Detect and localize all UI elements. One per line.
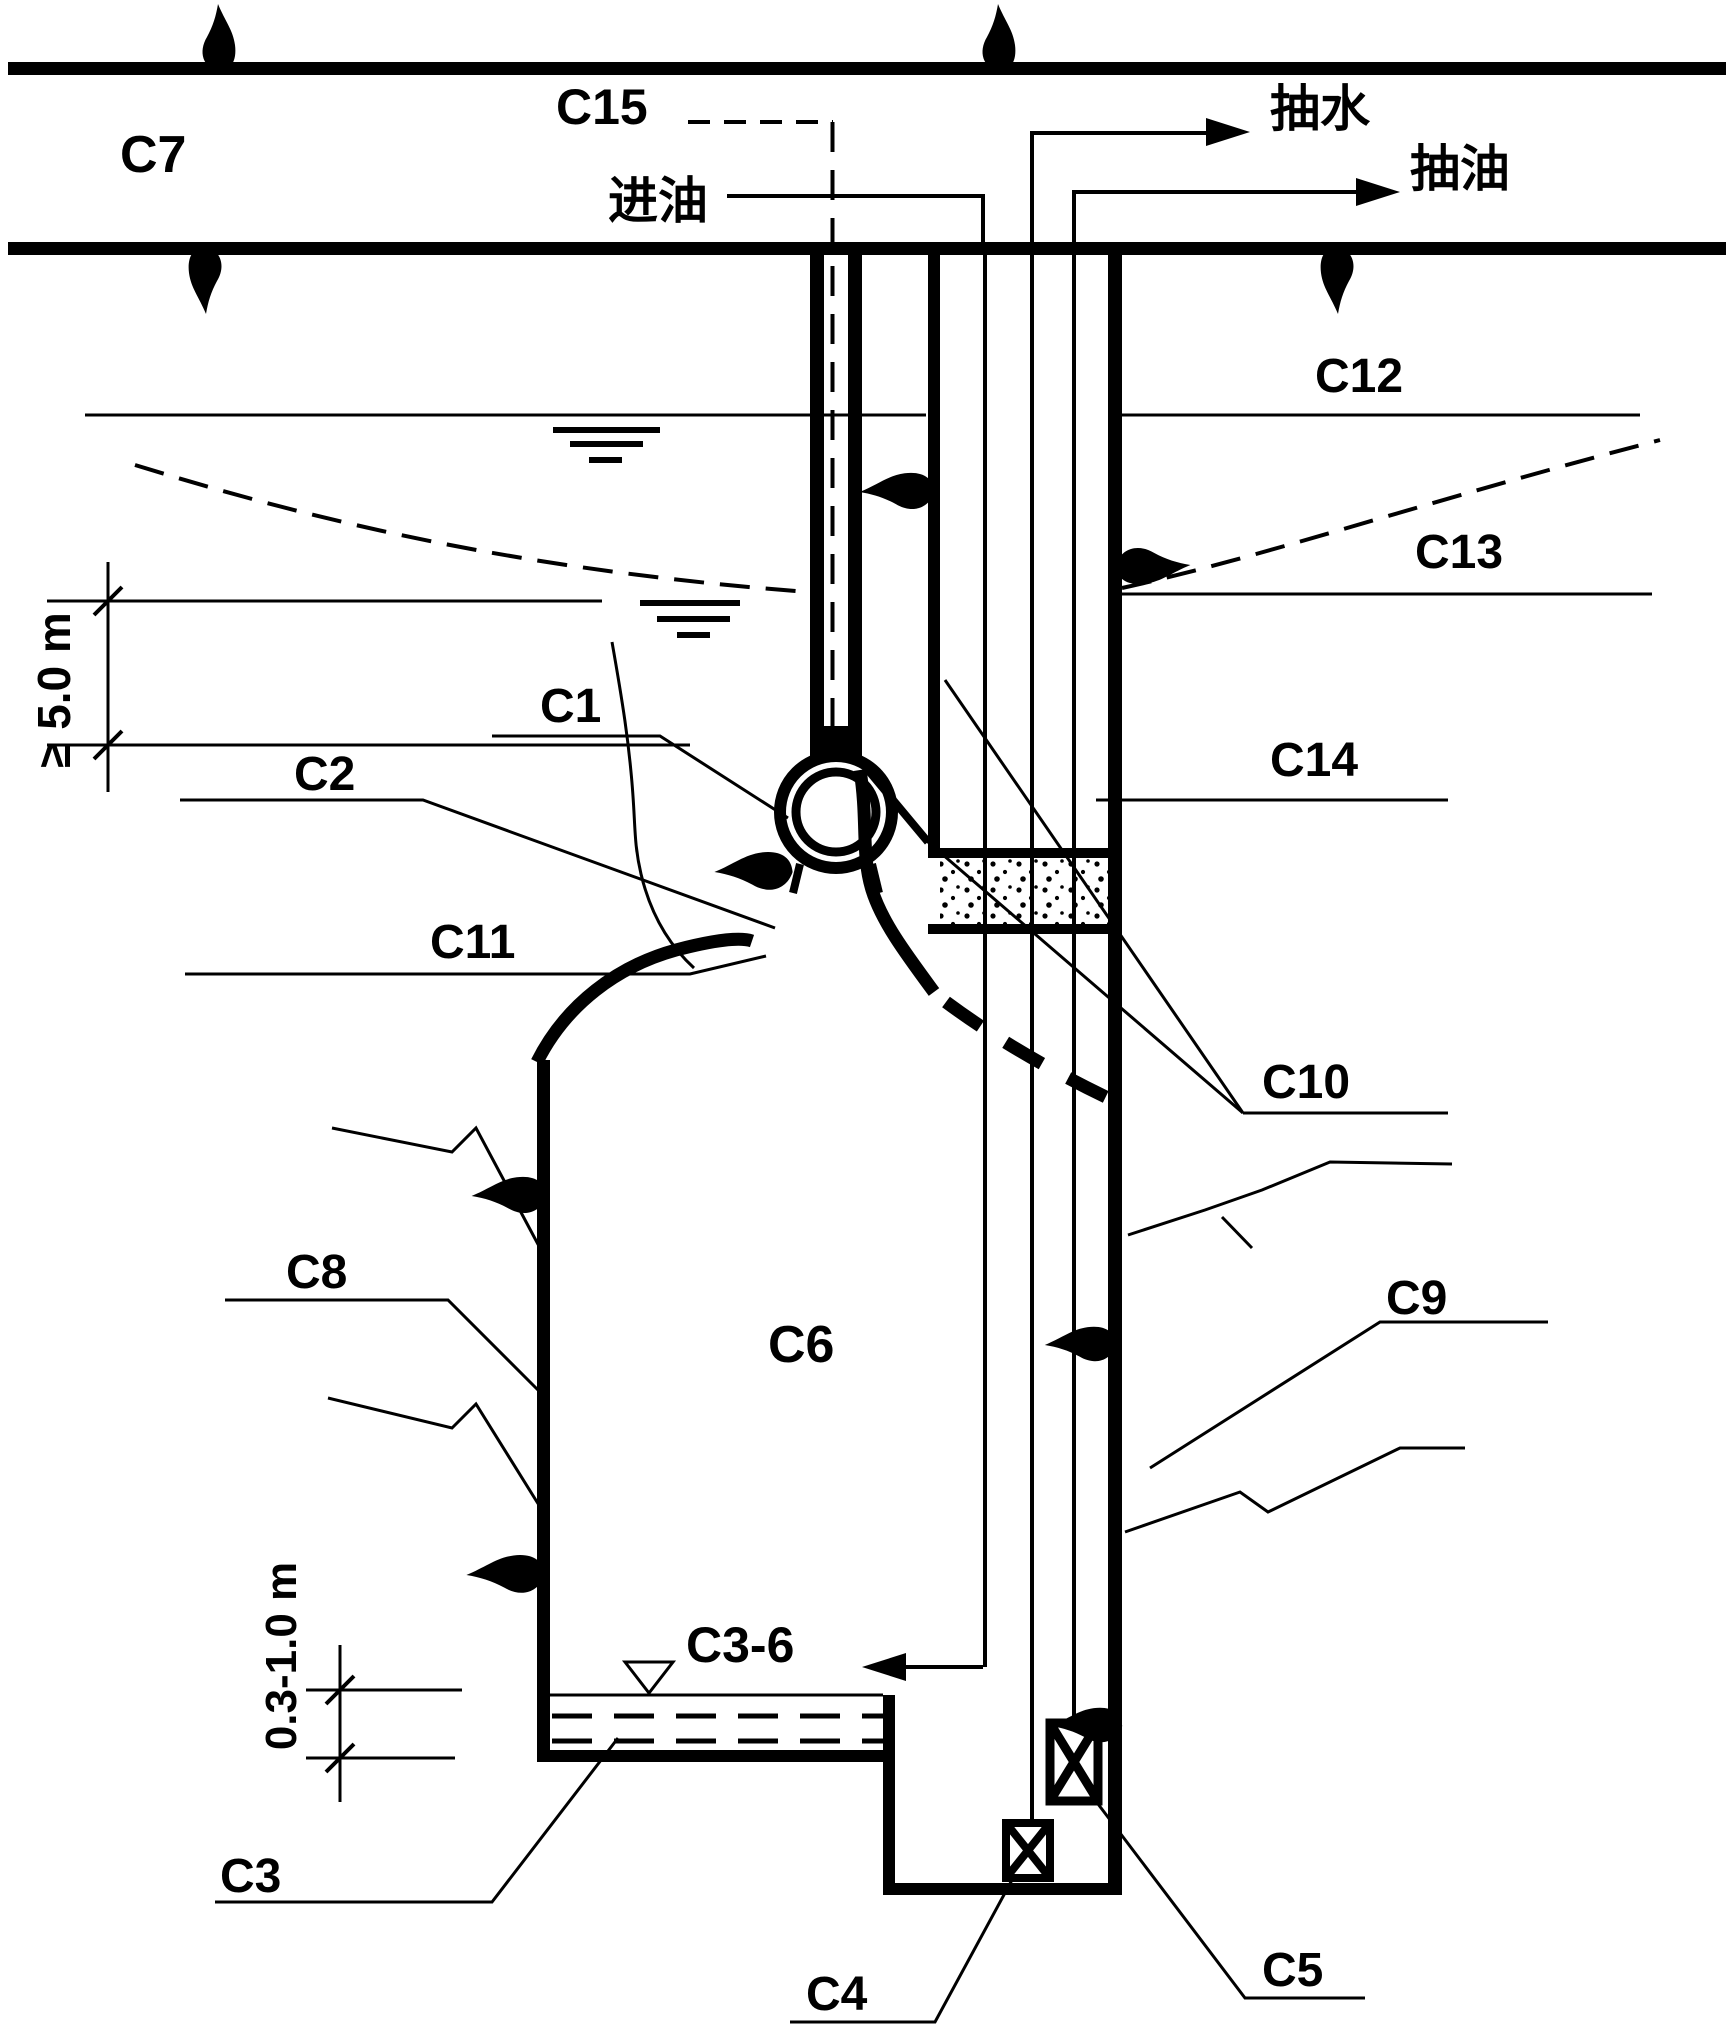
label-c6: C6 bbox=[768, 1316, 834, 1374]
flask-bulb-inner bbox=[791, 767, 881, 857]
leader-c3 bbox=[215, 1737, 620, 1904]
pump-oil-line bbox=[1072, 190, 1378, 249]
inlet-pipe-wall-right bbox=[848, 249, 862, 757]
label-dim-03-10m: 0.3-1.0 m bbox=[257, 1562, 306, 1750]
dimension-5m bbox=[47, 562, 690, 792]
label-c2: C2 bbox=[294, 748, 355, 801]
plug-bottom-line bbox=[928, 924, 1122, 934]
drawdown-curve-right bbox=[1121, 438, 1661, 590]
pump-water-line bbox=[1030, 131, 1228, 249]
label-c36: C3-6 bbox=[686, 1617, 794, 1673]
label-c13: C13 bbox=[1415, 526, 1503, 579]
water-pump-riser-pipe bbox=[1030, 255, 1034, 1823]
groundwater-symbol bbox=[553, 427, 660, 463]
cavern-wall-left bbox=[537, 1060, 550, 1762]
well-and-cavern-wall-right bbox=[1108, 249, 1122, 1890]
cavern-dome-right-solid bbox=[853, 768, 940, 996]
label-dim-5m: ≥ 5.0 m bbox=[28, 612, 80, 768]
zigzag-right-lower bbox=[1124, 1446, 1465, 1534]
ground-surface-line bbox=[8, 62, 1726, 75]
arrow-right-icon bbox=[1356, 178, 1400, 206]
leader-c10-a bbox=[856, 757, 1244, 1115]
zigzag-left-upper bbox=[331, 1125, 542, 1249]
label-c12: C12 bbox=[1315, 350, 1403, 403]
break-mark-icon bbox=[1044, 1326, 1117, 1362]
plug-top-line bbox=[928, 848, 1122, 858]
label-pump-oil: 抽油 bbox=[1410, 141, 1510, 197]
sump-bottom bbox=[883, 1883, 1122, 1895]
label-c3: C3 bbox=[220, 1850, 281, 1903]
break-mark-icon bbox=[982, 4, 1016, 72]
water-pump-symbol bbox=[1002, 1819, 1054, 1882]
inlet-pipe-wall-left bbox=[810, 249, 824, 757]
arrow-right-icon bbox=[1206, 118, 1250, 146]
oil-inlet-riser-pipe bbox=[983, 255, 987, 1667]
oil-inlet-line bbox=[727, 194, 985, 250]
arrow-left-icon bbox=[862, 1653, 906, 1681]
label-c5: C5 bbox=[1262, 1944, 1323, 1997]
break-mark-icon bbox=[859, 472, 935, 510]
leader-c1 bbox=[492, 734, 789, 820]
leader-lines bbox=[180, 641, 1548, 2024]
break-mark-icon bbox=[714, 852, 793, 890]
label-c7: C7 bbox=[120, 126, 186, 184]
leader-c5 bbox=[1093, 1799, 1365, 2000]
rock-surface-line bbox=[8, 242, 1726, 255]
leader-c10-b bbox=[943, 679, 1245, 1114]
inlet-pipe-seal bbox=[810, 726, 862, 752]
label-c11: C11 bbox=[430, 916, 515, 969]
dimension-03-10m bbox=[306, 1645, 462, 1802]
break-mark-icon bbox=[1320, 246, 1354, 314]
label-c14: C14 bbox=[1270, 734, 1358, 787]
label-c10: C10 bbox=[1262, 1056, 1350, 1109]
label-pump-water: 抽水 bbox=[1270, 81, 1371, 137]
break-mark-icon bbox=[1115, 547, 1191, 585]
label-c1: C1 bbox=[540, 680, 601, 733]
zigzag-right-upper bbox=[1127, 1160, 1453, 1237]
label-c15: C15 bbox=[556, 79, 648, 135]
well-wall-left bbox=[928, 249, 940, 848]
label-oil-inlet: 进油 bbox=[608, 173, 708, 229]
concrete-plug bbox=[940, 858, 1108, 924]
leader-c9 bbox=[1149, 1320, 1548, 1470]
break-mark-icon bbox=[202, 4, 236, 72]
cavern-floor bbox=[537, 1750, 895, 1762]
break-mark-icon bbox=[466, 1555, 545, 1593]
groundwater-symbol-lowered bbox=[640, 600, 740, 638]
zigzag-right-branch bbox=[1220, 1215, 1254, 1250]
leader-c8 bbox=[225, 1298, 542, 1394]
leader-c11 bbox=[185, 954, 767, 976]
label-c4: C4 bbox=[806, 1968, 868, 2021]
label-c9: C9 bbox=[1386, 1272, 1447, 1325]
label-c8: C8 bbox=[286, 1246, 347, 1299]
leader-curve bbox=[610, 641, 696, 970]
cavern-dome-left bbox=[531, 932, 755, 1065]
leader-c2 bbox=[180, 798, 776, 930]
cavern-dome-right-hidden bbox=[942, 996, 1115, 1106]
break-mark-icon bbox=[471, 1176, 547, 1214]
water-level-triangle-icon bbox=[621, 1660, 677, 1696]
flask-lip-left bbox=[789, 863, 804, 894]
drawdown-curve-left bbox=[134, 463, 809, 594]
leader-c4 bbox=[790, 1879, 1014, 2024]
break-mark-icon bbox=[188, 246, 222, 314]
oil-pump-riser-pipe bbox=[1072, 255, 1076, 1723]
zigzag-left-lower bbox=[327, 1396, 544, 1511]
sump-wall-left bbox=[883, 1695, 895, 1895]
